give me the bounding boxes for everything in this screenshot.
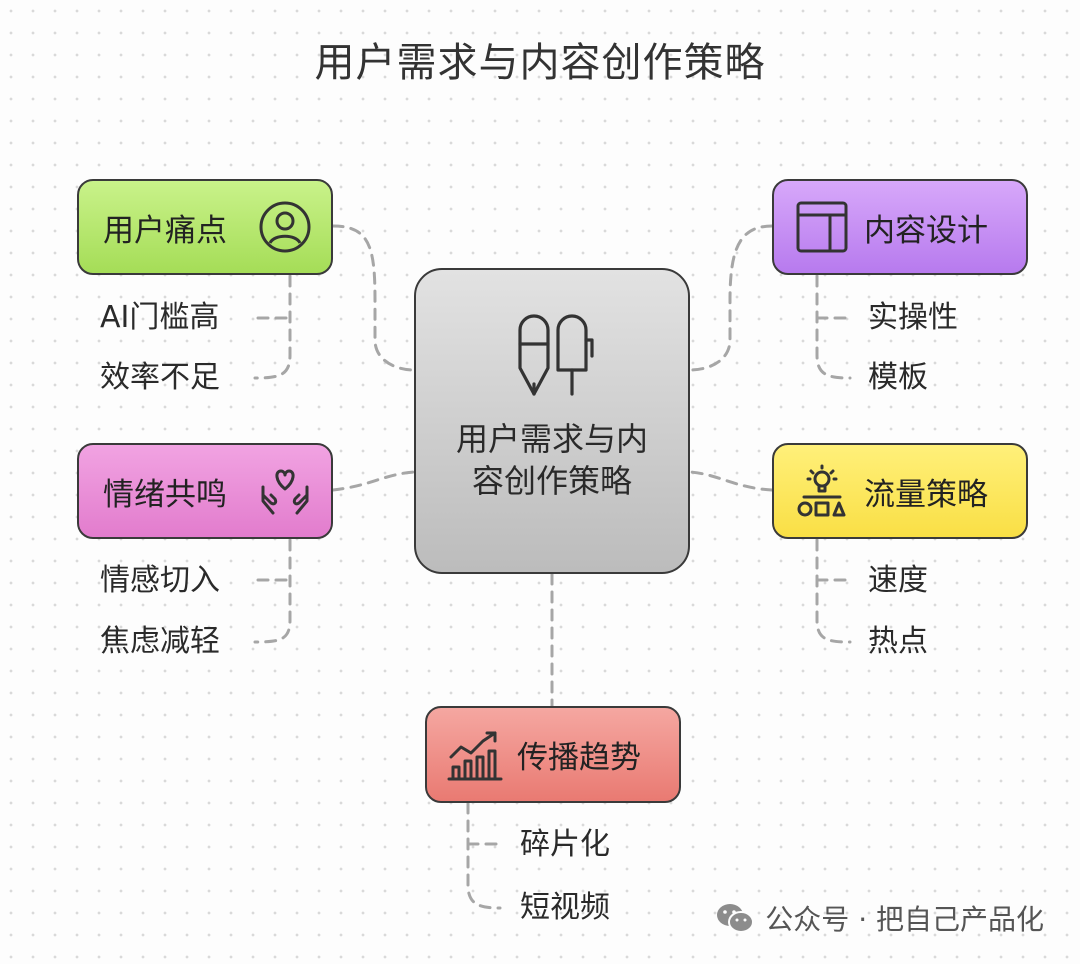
rising-chart-icon [447, 727, 503, 783]
leaf-trend-1: 短视频 [520, 890, 610, 925]
watermark: 公众号 · 把自己产品化 [715, 898, 1044, 938]
leaf-traffic-0: 速度 [868, 563, 928, 598]
branch-node-pain: 用户痛点 [77, 179, 333, 275]
connector-design-items [815, 274, 852, 380]
connector-pain-items [253, 274, 292, 380]
connector-design [688, 224, 774, 372]
leaf-design-0: 实操性 [868, 300, 958, 335]
connector-traffic-items [815, 538, 852, 644]
connector-pain [331, 224, 416, 372]
user-circle-icon [257, 199, 313, 255]
connector-emotion [331, 470, 416, 492]
watermark-text: 公众号 · 把自己产品化 [765, 903, 1044, 936]
two-pens-icon [504, 308, 600, 404]
branch-node-design: 内容设计 [772, 179, 1028, 275]
leaf-pain-0: AI门槛高 [100, 300, 220, 335]
page-title: 用户需求与内容创作策略 [314, 40, 766, 86]
leaf-trend-0: 碎片化 [520, 827, 610, 862]
branch-label: 流量策略 [864, 476, 988, 513]
layout-icon [794, 199, 850, 255]
branch-label: 内容设计 [864, 212, 988, 249]
leaf-emotion-1: 焦虑减轻 [100, 624, 220, 659]
connector-traffic [688, 470, 774, 492]
leaf-pain-1: 效率不足 [100, 360, 220, 395]
leaf-design-1: 模板 [868, 360, 928, 395]
lightbulb-shapes-icon [794, 463, 850, 519]
branch-label: 用户痛点 [103, 212, 227, 249]
branch-node-trend: 传播趋势 [425, 706, 681, 803]
leaf-traffic-1: 热点 [868, 624, 928, 659]
branch-label: 传播趋势 [517, 740, 641, 776]
heart-hands-icon [257, 463, 313, 519]
connector-trend-items [466, 801, 502, 910]
branch-node-emotion: 情绪共鸣 [77, 443, 333, 539]
connector-emotion-items [253, 538, 292, 644]
branch-label: 情绪共鸣 [103, 476, 227, 513]
center-label: 用户需求与内容创作策略 [455, 420, 648, 500]
center-node: 用户需求与内容创作策略 [414, 268, 690, 574]
branch-node-traffic: 流量策略 [772, 443, 1028, 539]
wechat-icon [715, 901, 755, 935]
leaf-emotion-0: 情感切入 [100, 563, 220, 598]
